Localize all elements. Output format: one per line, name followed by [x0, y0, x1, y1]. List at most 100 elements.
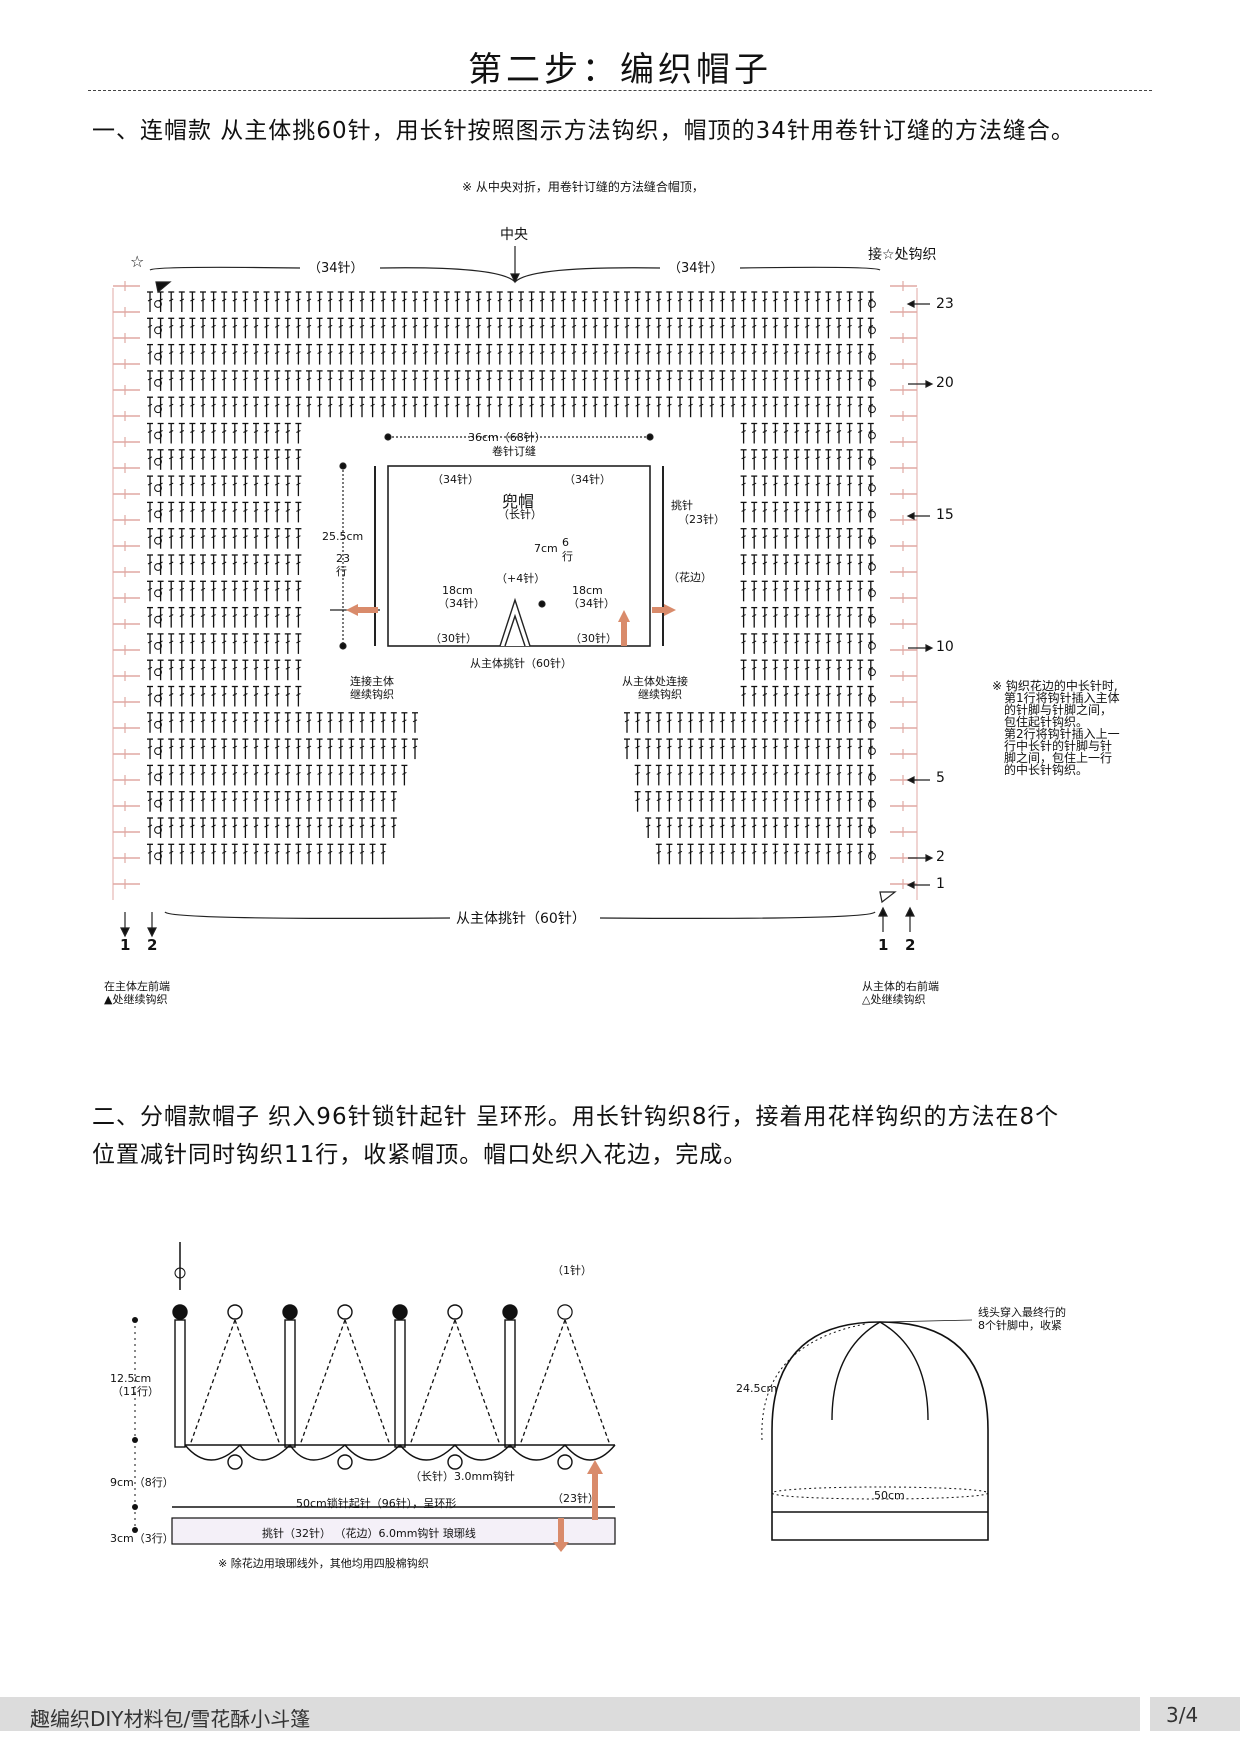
- decrease-line: [519, 1319, 566, 1446]
- stitch-cross: [847, 850, 852, 854]
- chain-loop: [868, 747, 876, 755]
- stitch-cross: [868, 640, 874, 644]
- stitch-cross: [762, 771, 768, 775]
- stitch-cross: [656, 324, 662, 328]
- stitch-cross: [200, 535, 206, 539]
- stitch-cross: [221, 587, 227, 591]
- stitch-cross: [338, 824, 344, 828]
- stitch-node: [282, 1304, 298, 1320]
- stitch-cross: [836, 771, 842, 775]
- stitch-cross: [730, 719, 736, 723]
- stitch-cross: [285, 377, 291, 381]
- stitch-cross: [200, 324, 206, 328]
- stitch-cross: [274, 640, 280, 644]
- stitch-cross: [190, 719, 195, 723]
- stitch-cross: [868, 430, 874, 433]
- stitch-cross: [349, 771, 354, 775]
- stitch-cross: [168, 482, 174, 486]
- stitch-cross: [857, 324, 863, 328]
- stitch-cross: [773, 403, 778, 407]
- stitch-cross: [211, 482, 216, 486]
- stitch-cross: [826, 614, 831, 618]
- stitch-cross: [741, 508, 746, 512]
- stitch-cross: [751, 298, 757, 302]
- stitch-cross: [688, 403, 693, 407]
- stitch-cross: [243, 456, 248, 460]
- stitch-cross: [380, 403, 386, 407]
- last-node: [557, 1304, 573, 1320]
- stitch-cross: [253, 298, 259, 302]
- stitch-cross: [306, 824, 312, 828]
- stitch-cross: [147, 824, 153, 828]
- stitch-cross: [190, 351, 195, 355]
- stitch-cross: [264, 824, 269, 828]
- stitch-cross: [783, 640, 789, 644]
- stitch-cross: [412, 377, 418, 381]
- stitch-cross: [868, 508, 874, 512]
- up-orange-arrow: [592, 1472, 598, 1520]
- stitch-cross: [168, 535, 174, 539]
- stitch-cross: [274, 508, 280, 512]
- stitch-cross: [762, 351, 768, 355]
- stitch-cross: [190, 430, 195, 433]
- stitch-cross: [200, 745, 206, 749]
- stitch-cross: [349, 824, 354, 828]
- stitch-cross: [285, 745, 291, 749]
- stitch-cross: [868, 745, 874, 749]
- stitch-cross: [264, 640, 269, 644]
- stitch-cross: [815, 430, 821, 433]
- stitch-cross: [190, 693, 195, 696]
- stitch-cross: [359, 798, 365, 802]
- stitch-cross: [200, 824, 206, 828]
- chain-loop: [868, 431, 876, 440]
- stitch-cross: [826, 824, 831, 828]
- stitch-cross: [868, 850, 874, 854]
- decrease-line: [189, 1319, 236, 1446]
- stitch-cross: [338, 298, 344, 302]
- stitch-cross: [561, 403, 566, 407]
- stitch-cross: [868, 324, 874, 328]
- stitch-cross: [709, 403, 715, 407]
- row-label-23: 23: [936, 296, 954, 312]
- stitch-cross: [815, 824, 821, 828]
- chain-loop: [868, 536, 876, 545]
- stitch-cross: [243, 298, 248, 302]
- stitch-cross: [211, 508, 216, 512]
- row-arrowhead: [925, 380, 934, 388]
- stitch-cross: [433, 298, 439, 302]
- stitch-cross: [444, 377, 450, 381]
- stitch-cross: [317, 824, 322, 828]
- stitch-cross: [274, 666, 280, 670]
- stitch-cross: [688, 824, 693, 828]
- stitch-cross: [836, 482, 842, 486]
- pick-60-inner: 从主体挑针（60针）: [470, 657, 572, 670]
- stitch-cross: [179, 456, 185, 460]
- stitch-cross: [847, 324, 852, 328]
- stitch-cross: [751, 403, 757, 407]
- stitch-cross: [274, 535, 280, 539]
- footer: 趣编织DIY材料包/雪花酥小斗篷 3/4: [0, 1697, 1240, 1731]
- stitch-cross: [815, 693, 821, 696]
- stitch-cross: [200, 850, 206, 854]
- stitch-cross: [815, 351, 821, 355]
- stitch-cross: [285, 824, 291, 828]
- stitch-cross: [412, 298, 418, 302]
- stitch-cross: [296, 324, 301, 328]
- stitch-cross: [349, 850, 354, 854]
- stitch-cross: [836, 456, 842, 460]
- stitch-cross: [211, 693, 216, 696]
- stitch-cross: [264, 850, 269, 854]
- chain-loop: [868, 589, 876, 598]
- edge-label: （花边）: [668, 571, 712, 584]
- stitch-cross: [741, 640, 746, 644]
- stitch-cross: [783, 850, 789, 854]
- stitch-cross: [253, 745, 259, 749]
- stitch-cross: [698, 745, 704, 749]
- stitch-cross: [190, 377, 195, 381]
- stitch-column: [504, 1319, 516, 1448]
- stitch-cross: [550, 351, 556, 355]
- stitch-cross: [370, 798, 375, 802]
- stitch-cross: [232, 561, 238, 565]
- stitch-cross: [285, 351, 291, 355]
- stitch-cross: [804, 614, 810, 618]
